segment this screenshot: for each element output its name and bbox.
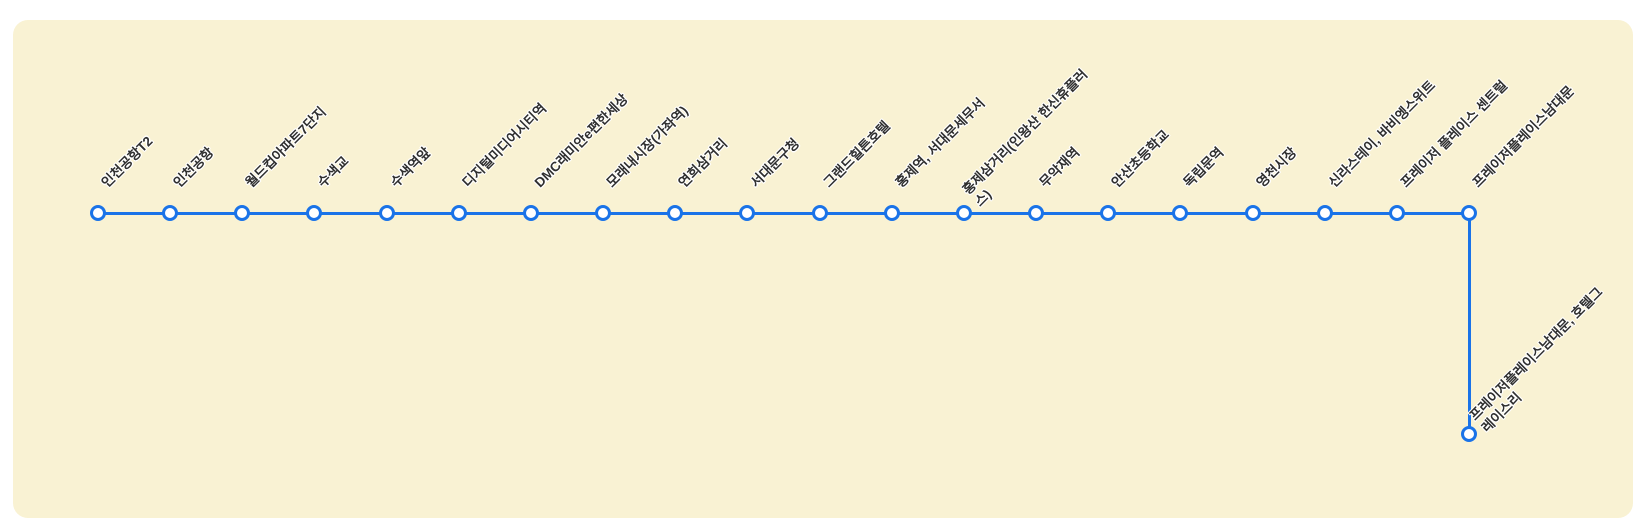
station-marker: [1028, 205, 1045, 221]
station-label: 수색역앞: [387, 144, 434, 191]
station-marker: [234, 205, 251, 221]
station-marker: [595, 205, 612, 221]
station-marker: [1461, 426, 1477, 442]
station-marker: [450, 205, 467, 221]
station-marker: [1172, 205, 1189, 221]
station-marker: [883, 205, 900, 221]
station-marker: [522, 205, 539, 221]
station-label: 홍제삼거리(인왕산 한신휴플러 스): [959, 66, 1091, 210]
station-marker: [378, 205, 395, 221]
station-marker: [1388, 205, 1405, 221]
station-label: 연희삼거리: [675, 135, 731, 191]
station-marker: [1100, 205, 1117, 221]
station-marker: [90, 205, 106, 221]
station-marker: [955, 205, 972, 221]
station-label: 영천시장: [1253, 144, 1299, 191]
station-marker: [667, 205, 684, 221]
station-marker: [162, 205, 179, 221]
station-label: 그랜드힐튼호텔: [820, 118, 893, 191]
station-label: 인천공항T2: [98, 133, 156, 191]
route-line-vertical: [1467, 213, 1471, 434]
station-label: 무악재역: [1036, 144, 1083, 191]
station-label: 프레이저플레이스남대문, 호텔그 레이스리: [1466, 284, 1606, 436]
station-marker: [306, 205, 323, 221]
station-marker: [811, 205, 828, 221]
station-label: 인천공항: [170, 144, 217, 191]
station-label: 독립문역: [1181, 144, 1227, 191]
station-marker: [1461, 205, 1478, 221]
station-marker: [1244, 205, 1261, 221]
station-label: 안산초등학교: [1108, 126, 1173, 191]
station-marker: [739, 205, 756, 221]
station-marker: [1316, 205, 1333, 221]
station-label: 서대문구청: [748, 135, 803, 191]
route-line-horizontal: [98, 211, 1469, 215]
station-label: 수색교: [315, 153, 353, 191]
